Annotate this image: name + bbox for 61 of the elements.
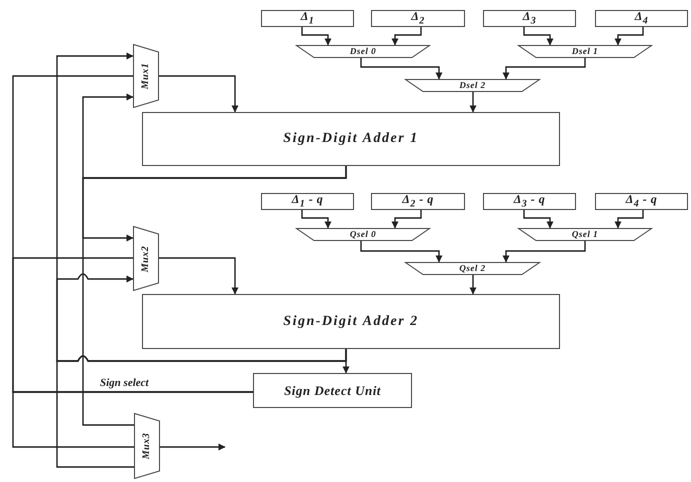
selector-trapezoid [405,79,540,92]
process-box [371,10,465,27]
connector-line [502,58,586,80]
process-box [142,112,560,166]
selector-label: Qsel 0 [350,230,376,239]
connector-line [56,349,347,468]
box-label: Δ$_{3}$ [522,10,536,27]
box-label: Δ$_{4}$ [634,10,648,27]
edge-label: Sign select [98,377,151,389]
box-label: Δ$_{4}$ - q [626,193,658,210]
box-label: Sign-Digit Adder 1 [283,132,419,146]
connector-line [470,275,476,294]
connector-line [392,210,422,228]
box-label: Δ$_{2}$ [411,10,425,27]
selector-label: Qsel 2 [459,264,486,273]
box-label: Δ$_{2}$ - q [402,193,434,210]
connector-line [82,166,347,426]
box-label: Δ$_{1}$ - q [292,193,324,210]
connector-line [360,58,442,80]
box-label: Sign Detect Unit [283,384,382,397]
selector-trapezoid [296,45,430,58]
connector-line [301,27,332,46]
process-box [595,193,688,210]
connector-line [159,75,238,112]
connector-line [614,27,644,46]
connector-line [523,210,554,228]
process-box [253,373,412,408]
multiplexer [133,44,159,108]
box-label: Δ$_{3}$ - q [514,193,546,210]
connector-line [160,444,226,450]
connector-line [392,27,422,46]
selector-label: Dsel 1 [572,47,598,56]
connector-line [12,391,253,448]
box-label: Δ$_{1}$ [300,10,314,27]
connector-line [159,257,238,294]
selector-trapezoid [405,262,540,275]
process-box [483,10,576,27]
selector-label: Dsel 2 [459,81,486,90]
connector-line [301,210,332,228]
selector-trapezoid [518,45,652,58]
process-box [142,294,560,349]
connector-line [470,92,476,112]
process-box [261,193,354,210]
process-box [595,10,688,27]
selector-trapezoid [518,228,652,241]
connector-line [502,241,586,262]
connector-line [523,27,554,46]
multiplexer-label: Mux2 [141,245,151,272]
multiplexer-label: Mux1 [141,62,151,90]
process-box [483,193,576,210]
selector-label: Dsel 0 [350,47,376,56]
selector-trapezoid [296,228,430,241]
multiplexer [133,226,159,291]
box-label: Sign-Digit Adder 2 [283,314,419,328]
selector-label: Qsel 1 [572,230,598,239]
multiplexer [134,413,160,479]
process-box [261,10,354,27]
connector-line [614,210,644,228]
multiplexer-label: Mux3 [142,432,152,460]
connector-line [360,241,442,262]
process-box [371,193,465,210]
